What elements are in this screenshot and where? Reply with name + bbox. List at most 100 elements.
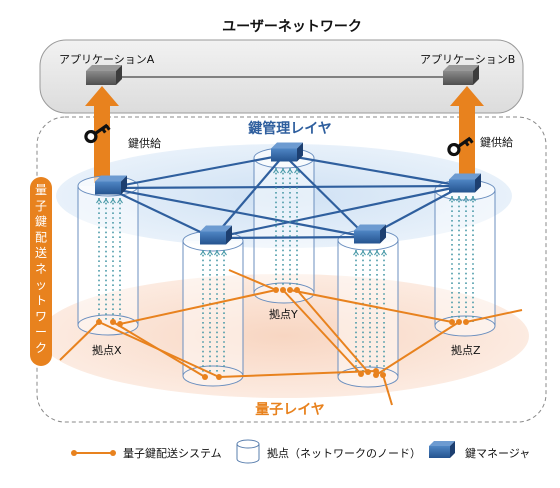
qkd-endpoint	[96, 319, 102, 325]
key-supply-label-a: 鍵供給	[128, 136, 161, 150]
node-x-cylinder	[77, 175, 139, 336]
key-supply-label-b: 鍵供給	[480, 135, 513, 149]
chevron-up-icon	[381, 250, 387, 256]
chevron-up-icon	[353, 250, 359, 256]
key-manager-box	[200, 225, 232, 245]
key-manager-link	[107, 153, 285, 190]
side-label-char: 配	[35, 230, 47, 244]
qkd-link	[382, 374, 393, 406]
key-manager-link	[283, 153, 463, 188]
quantum-channels	[96, 168, 476, 374]
qkd-network-side-label	[30, 177, 52, 366]
legend-node-label: 拠点（ネットワークのノード）	[267, 447, 421, 460]
chevron-up-icon	[207, 250, 213, 256]
key-manager-link	[107, 187, 214, 239]
qkd-endpoint	[216, 374, 222, 380]
key-manager-link	[107, 184, 463, 190]
qkd-link	[282, 289, 362, 375]
key-manager-box	[271, 142, 303, 162]
chevron-up-icon	[221, 250, 227, 256]
quantum-layer	[39, 274, 529, 398]
qkd-endpoint	[273, 287, 279, 293]
qkd-endpoint	[463, 319, 469, 325]
legend-km-symbol	[429, 441, 455, 458]
qkd-endpoint	[373, 372, 379, 378]
key-manager-link	[107, 186, 368, 239]
key-management-layer-title: 鍵管理レイヤ	[248, 120, 332, 137]
qkd-link	[296, 289, 369, 373]
side-label-char: ッ	[35, 278, 47, 292]
qkd-endpoint	[365, 369, 371, 375]
chevron-up-icon	[117, 198, 123, 204]
qkd-endpoint	[456, 319, 462, 325]
node-z-label: 拠点Z	[451, 344, 481, 357]
user-network-title: ユーザーネットワーク	[222, 19, 362, 35]
key-management-layer	[56, 144, 512, 248]
key-manager-link	[212, 154, 285, 239]
chevron-up-icon	[280, 168, 286, 174]
key-supply-arrow-a	[85, 86, 119, 183]
side-label-char: ネ	[35, 262, 47, 276]
qkd-link	[119, 289, 277, 325]
chevron-up-icon	[96, 198, 102, 204]
node-center-cylinder	[253, 147, 315, 304]
chevron-up-icon	[456, 196, 462, 202]
key-manager-box	[95, 175, 127, 195]
chevron-up-icon	[103, 198, 109, 204]
chevron-up-icon	[214, 250, 220, 256]
qkd-endpoint	[294, 287, 300, 293]
legend-km-label: 鍵マネージャ	[465, 446, 530, 460]
key-manager-link	[283, 154, 368, 238]
application-a-label: アプリケーションA	[59, 53, 155, 66]
application-b-label: アプリケーションB	[420, 53, 515, 66]
chevron-up-icon	[360, 250, 366, 256]
key-manager-box	[449, 173, 481, 193]
chevron-up-icon	[470, 196, 476, 202]
legend-node-symbol	[236, 439, 260, 464]
key-manager-link	[212, 235, 368, 240]
key-icon	[447, 136, 474, 157]
qkd-endpoint	[110, 319, 116, 325]
chevron-up-icon	[449, 196, 455, 202]
quantum-layer-title: 量子レイヤ	[255, 402, 325, 418]
qkd-endpoint	[449, 319, 455, 325]
qkd-endpoint	[280, 287, 286, 293]
side-label-char: 子	[35, 199, 47, 213]
chevron-up-icon	[200, 250, 206, 256]
qkd-network-frame	[36, 116, 547, 423]
key-manager-box	[354, 224, 386, 244]
node-x-label: 拠点X	[92, 344, 122, 357]
qkd-link	[98, 321, 220, 378]
side-label-char: ク	[35, 341, 47, 355]
qkd-links	[59, 269, 523, 406]
node-y-label: 拠点Y	[269, 308, 298, 321]
qkd-link	[218, 370, 377, 378]
application-a-device	[86, 65, 122, 85]
side-label-char: ー	[35, 325, 47, 339]
legend: 量子鍵配送システム 拠点（ネットワークのノード） 鍵マネージャ	[71, 439, 530, 464]
qkd-link	[59, 321, 100, 361]
side-label-char: 鍵	[35, 214, 47, 229]
key-manager-link	[212, 184, 463, 240]
side-label-char: ワ	[35, 309, 47, 323]
chevron-up-icon	[273, 168, 279, 174]
legend-qkd-symbol	[71, 450, 116, 456]
qkd-link	[289, 289, 453, 323]
qkd-endpoint	[202, 374, 208, 380]
qkd-endpoint	[380, 372, 386, 378]
qkd-endpoint	[358, 371, 364, 377]
key-icon	[84, 123, 111, 144]
chevron-up-icon	[367, 250, 373, 256]
qkd-link	[375, 321, 460, 376]
side-label-char: 送	[35, 245, 47, 260]
side-label-char: ト	[35, 294, 47, 308]
qkd-link	[465, 309, 523, 323]
chevron-up-icon	[463, 196, 469, 202]
chevron-up-icon	[287, 168, 293, 174]
node-z-cylinder	[434, 179, 496, 337]
qkd-link	[228, 269, 277, 291]
chevron-up-icon	[374, 250, 380, 256]
chevron-up-icon	[110, 198, 116, 204]
